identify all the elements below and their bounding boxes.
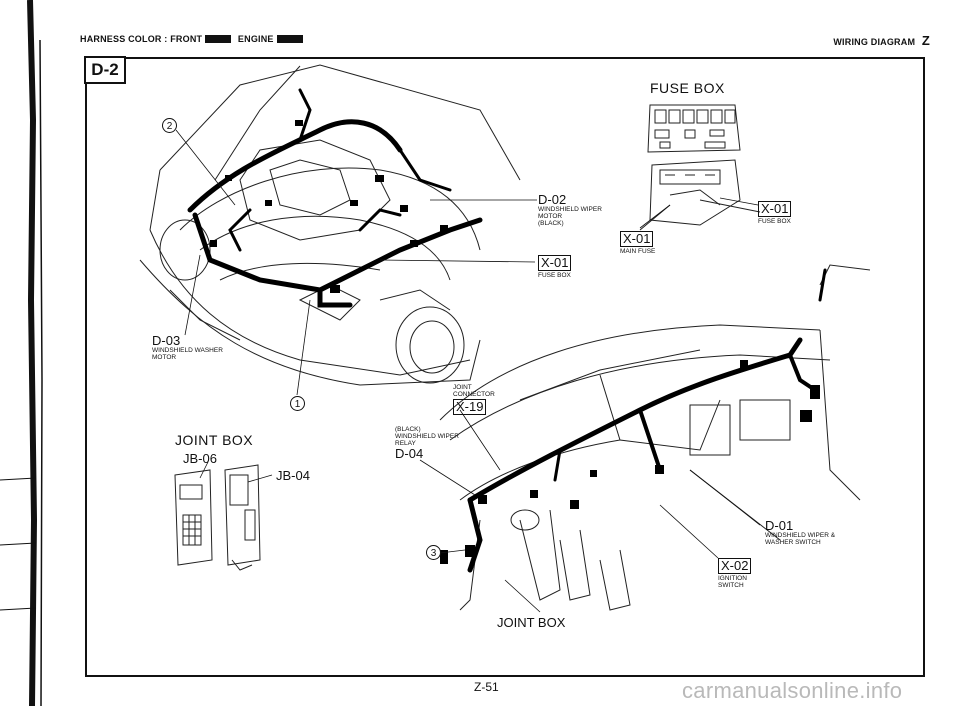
d04-desc-1: (BLACK) xyxy=(395,426,421,433)
watermark: carmanualsonline.info xyxy=(682,678,903,703)
fuse-box-drawing xyxy=(639,104,761,231)
page-binding-edge xyxy=(0,0,43,706)
diagram-title: WIRING DIAGRAM xyxy=(833,37,916,47)
jb06-label: JB-06 xyxy=(183,451,217,466)
engine-bay-drawing xyxy=(139,64,521,386)
callout-x01-engine: X-01 FUSE BOX xyxy=(538,254,572,279)
joint-connector-desc-1: JOINT xyxy=(453,384,472,391)
dash-harness xyxy=(467,268,827,573)
page-number: Z-51 xyxy=(474,680,499,694)
page-header: HARNESS COLOR : FRONT ENGINE WIRING DIAG… xyxy=(80,33,930,52)
harness-color-label: HARNESS COLOR : xyxy=(80,34,168,44)
jb04-label: JB-04 xyxy=(276,468,310,483)
callout-circle-1: 1 xyxy=(290,396,305,411)
x01-fuse-box-code: X-01 xyxy=(758,201,792,217)
callout-x02: X-02 IGNITION SWITCH xyxy=(718,557,752,589)
callout-circle-3: 3 xyxy=(426,545,441,560)
x01-fuse-box-desc: FUSE BOX xyxy=(758,218,791,225)
engine-color-swatch xyxy=(276,35,303,44)
callout-x01-fuse-box: X-01 FUSE BOX xyxy=(758,200,792,225)
callout-d02: D-02 WINDSHIELD WIPER MOTOR (BLACK) xyxy=(538,193,602,227)
joint-connector-desc-2: CONNECTOR xyxy=(453,391,495,398)
callout-d01: D-01 WINDSHIELD WIPER & WASHER SWITCH xyxy=(765,519,835,546)
front-color-swatch xyxy=(205,35,232,44)
fuse-box-title: FUSE BOX xyxy=(650,80,725,96)
x02-desc-2: SWITCH xyxy=(718,582,744,589)
d04-desc-3: RELAY xyxy=(395,440,416,447)
diagram-code: Z xyxy=(921,33,930,48)
d03-desc-1: WINDSHIELD WASHER xyxy=(152,347,223,354)
dash-connectors xyxy=(440,360,820,564)
binding-area xyxy=(0,0,60,706)
callout-d03: D-03 WINDSHIELD WASHER MOTOR xyxy=(152,334,223,361)
d03-desc-2: MOTOR xyxy=(152,354,177,361)
dashboard-drawing xyxy=(439,264,871,611)
d02-desc-2: MOTOR xyxy=(538,213,563,220)
joint-box-title: JOINT BOX xyxy=(175,432,254,448)
harness-color-legend: HARNESS COLOR : FRONT ENGINE xyxy=(80,34,307,44)
callout-joint-connector: JOINT CONNECTOR X-19 xyxy=(453,384,495,416)
x01-main-fuse-code: X-01 xyxy=(620,231,654,247)
joint-box-bottom-label: JOINT BOX xyxy=(497,615,566,630)
callout-x01-main-fuse: X-01 MAIN FUSE xyxy=(620,230,655,255)
front-label: FRONT xyxy=(170,34,203,44)
d02-code: D-02 xyxy=(538,192,567,207)
engine-harness xyxy=(187,88,483,308)
d02-desc-1: WINDSHIELD WIPER xyxy=(538,206,602,213)
engine-connectors xyxy=(210,120,448,293)
engine-label: ENGINE xyxy=(237,34,274,44)
callout-d04: (BLACK) WINDSHIELD WIPER RELAY D-04 xyxy=(395,426,459,460)
d04-code: D-04 xyxy=(395,446,424,461)
callout-circle-2: 2 xyxy=(162,118,177,133)
x01-main-fuse-desc: MAIN FUSE xyxy=(620,248,656,255)
x02-code: X-02 xyxy=(718,558,752,574)
leader-lines xyxy=(175,129,761,613)
x02-desc-1: IGNITION xyxy=(718,575,747,582)
d01-desc-1: WINDSHIELD WIPER & xyxy=(765,532,836,539)
d02-desc-3: (BLACK) xyxy=(538,220,564,227)
d03-code: D-03 xyxy=(152,333,181,348)
diagram-heading: WIRING DIAGRAM Z xyxy=(833,33,930,48)
d01-code: D-01 xyxy=(765,518,794,533)
section-code: D-2 xyxy=(84,56,126,84)
joint-connector-code: X-19 xyxy=(453,399,487,415)
d01-desc-2: WASHER SWITCH xyxy=(765,539,821,546)
joint-box-drawing xyxy=(174,464,261,571)
x01-engine-desc: FUSE BOX xyxy=(538,272,571,279)
x01-engine-code: X-01 xyxy=(538,255,572,271)
diagram-frame xyxy=(85,57,925,677)
d04-desc-2: WINDSHIELD WIPER xyxy=(395,433,459,440)
